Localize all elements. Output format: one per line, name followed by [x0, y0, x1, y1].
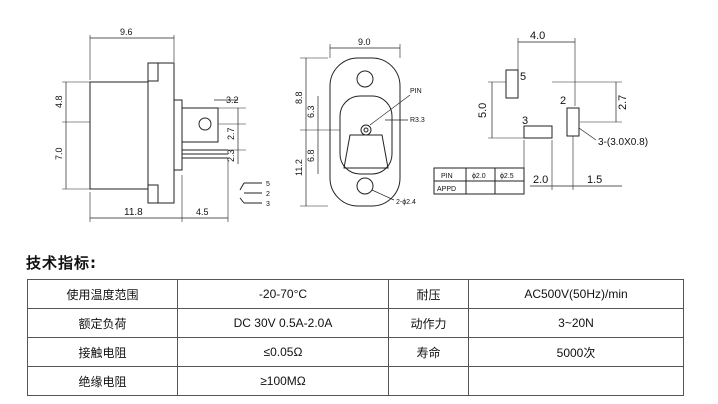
dim-fp-right: 2.7 — [617, 95, 629, 110]
spec-cell: 额定负荷 — [27, 308, 178, 338]
spec-cell: ≤0.05Ω — [177, 337, 389, 367]
pad-label-2: 2 — [560, 95, 566, 107]
pcb-footprint — [488, 38, 622, 190]
spec-cell: 动作力 — [388, 308, 469, 338]
label-front-pin: PIN — [410, 88, 422, 95]
spec-cell: 寿命 — [388, 337, 469, 367]
spec-cell: 3~20N — [468, 308, 684, 338]
pin-table-cell: ϕ2.5 — [500, 173, 514, 180]
dim-front-width: 9.0 — [358, 37, 371, 47]
spec-cell: 绝缘电阻 — [27, 366, 178, 396]
spec-cell: 接触电阻 — [27, 337, 178, 367]
table-row: 额定负荷 DC 30V 0.5A-2.0A 动作力 3~20N — [27, 308, 684, 338]
spec-cell — [388, 366, 469, 396]
front-view — [300, 44, 411, 207]
pin-label-2: 2 — [266, 191, 270, 198]
label-front-radius: R3.3 — [410, 117, 425, 124]
dim-fp-left: 5.0 — [477, 103, 489, 118]
pad-label-3: 3 — [522, 115, 528, 127]
spec-cell: AC500V(50Hz)/min — [468, 279, 684, 309]
dim-front-left-a: 8.8 — [294, 91, 304, 104]
dim-front-left-c: 11.2 — [294, 159, 304, 176]
technical-drawing: 9.6 4.8 7.0 3.2 2.7 2.3 11.8 4.5 5 2 3 9… — [54, 27, 648, 222]
pad-label-5: 5 — [520, 71, 526, 83]
table-row: 绝缘电阻 ≥100MΩ — [27, 366, 684, 396]
spec-table: 使用温度范围 -20-70°C 耐压 AC500V(50Hz)/min 额定负荷… — [27, 279, 684, 396]
dim-side-height-b: 7.0 — [54, 147, 64, 160]
dim-fp-top: 4.0 — [530, 30, 545, 42]
table-row: 使用温度范围 -20-70°C 耐压 AC500V(50Hz)/min — [27, 279, 684, 309]
spec-cell: 使用温度范围 — [27, 279, 178, 309]
dim-side-pin-b: 2.3 — [226, 149, 236, 162]
dim-side-tab: 3.2 — [226, 95, 239, 105]
spec-cell: ≥100MΩ — [177, 366, 389, 396]
spec-heading: 技术指标: — [26, 254, 97, 272]
dim-fp-bottom-a: 2.0 — [533, 174, 548, 186]
dim-side-bottom-body: 11.8 — [124, 207, 143, 218]
spec-cell: 5000次 — [468, 337, 684, 367]
dim-side-bottom-pin: 4.5 — [196, 207, 209, 217]
spec-cell: 耐压 — [388, 279, 469, 309]
pin-table-cell: APPD — [437, 186, 456, 193]
spec-cell: DC 30V 0.5A-2.0A — [177, 308, 389, 338]
spec-cell: -20-70°C — [177, 279, 389, 309]
dim-side-top: 9.6 — [120, 27, 133, 37]
pin-table — [433, 167, 525, 195]
dim-side-height-a: 4.8 — [54, 95, 64, 108]
side-view — [62, 35, 246, 222]
pin-table-cell: ϕ2.0 — [472, 173, 486, 180]
spec-cell — [468, 366, 684, 396]
label-front-holes: 2-ϕ2.4 — [396, 199, 416, 206]
pin-label-5: 5 — [266, 181, 270, 188]
pin-label-3: 3 — [266, 201, 270, 208]
dim-fp-bottom-b: 1.5 — [587, 174, 602, 186]
dim-side-pin-a: 2.7 — [226, 127, 236, 140]
pin-table-cell: PIN — [441, 173, 453, 180]
label-fp-slot: 3-(3.0X0.8) — [598, 137, 648, 148]
pin-symbol — [239, 182, 262, 204]
dim-front-left-d: 6.8 — [306, 149, 316, 162]
dim-front-left-b: 6.3 — [306, 105, 316, 118]
table-row: 接触电阻 ≤0.05Ω 寿命 5000次 — [27, 337, 684, 367]
